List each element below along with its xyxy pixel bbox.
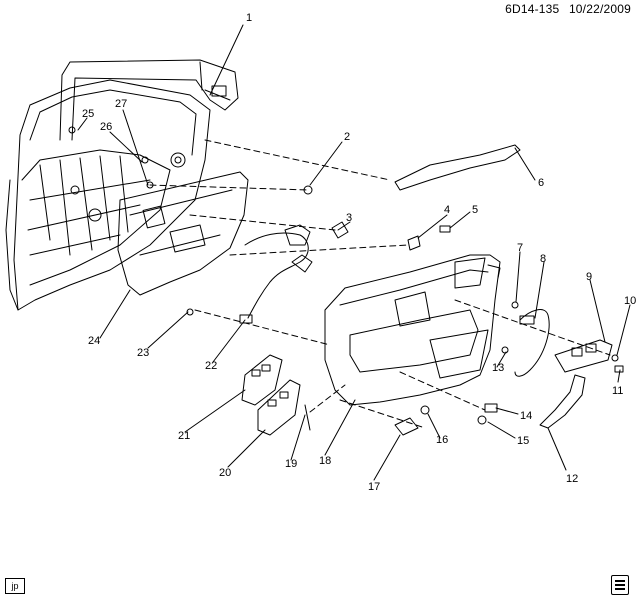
callout-26: 26	[100, 121, 112, 133]
leader-lines	[77, 24, 631, 481]
callout-24: 24	[88, 335, 100, 347]
callout-labels: 1 2 3 4 5 6 7 8 9 10 11 12 13 14 15 16 1…	[82, 12, 636, 493]
callout-19: 19	[285, 458, 297, 470]
callout-25: 25	[82, 108, 94, 120]
callout-13: 13	[492, 362, 504, 374]
callout-23: 23	[137, 347, 149, 359]
callout-18: 18	[319, 455, 331, 467]
trim-strip-part-12	[539, 374, 586, 429]
callout-1: 1	[246, 12, 252, 24]
callout-17: 17	[368, 481, 380, 493]
window-molding-part-1	[59, 59, 239, 141]
callout-15: 15	[517, 435, 529, 447]
callout-22: 22	[205, 360, 217, 372]
callout-21: 21	[178, 430, 190, 442]
switch-assembly-part-20	[257, 379, 301, 436]
door-frame-outline	[5, 79, 211, 311]
wiring-harness-part-22	[239, 224, 313, 324]
callout-4: 4	[444, 204, 450, 216]
logo-icon	[611, 575, 629, 595]
callout-3: 3	[346, 212, 352, 224]
language-tag: jp	[5, 578, 25, 594]
callout-20: 20	[219, 467, 231, 479]
callout-2: 2	[344, 131, 350, 143]
callout-12: 12	[566, 473, 578, 485]
callout-8: 8	[540, 253, 546, 265]
diagram-header: 6D14-135 10/22/2009	[505, 2, 631, 16]
small-fasteners	[68, 126, 624, 436]
callout-11: 11	[612, 385, 623, 397]
alignment-lines	[149, 139, 611, 429]
callout-14: 14	[520, 410, 532, 422]
handle-bezel-part-8	[514, 309, 550, 377]
callout-16: 16	[436, 434, 448, 446]
armrest-pad-part-6	[394, 144, 521, 191]
callout-7: 7	[517, 242, 523, 254]
callout-9: 9	[586, 271, 592, 283]
window-switch-part-21	[241, 354, 283, 406]
water-deflector-part-24	[117, 171, 249, 296]
callout-10: 10	[624, 295, 636, 307]
callout-5: 5	[472, 204, 478, 216]
callout-27: 27	[115, 98, 127, 110]
switch-bezel-part-9	[554, 339, 613, 373]
diagram-date: 10/22/2009	[568, 2, 631, 16]
callout-6: 6	[538, 177, 544, 189]
door-trim-panel-part-18	[324, 254, 501, 406]
diagram-code: 6D14-135	[505, 2, 560, 16]
